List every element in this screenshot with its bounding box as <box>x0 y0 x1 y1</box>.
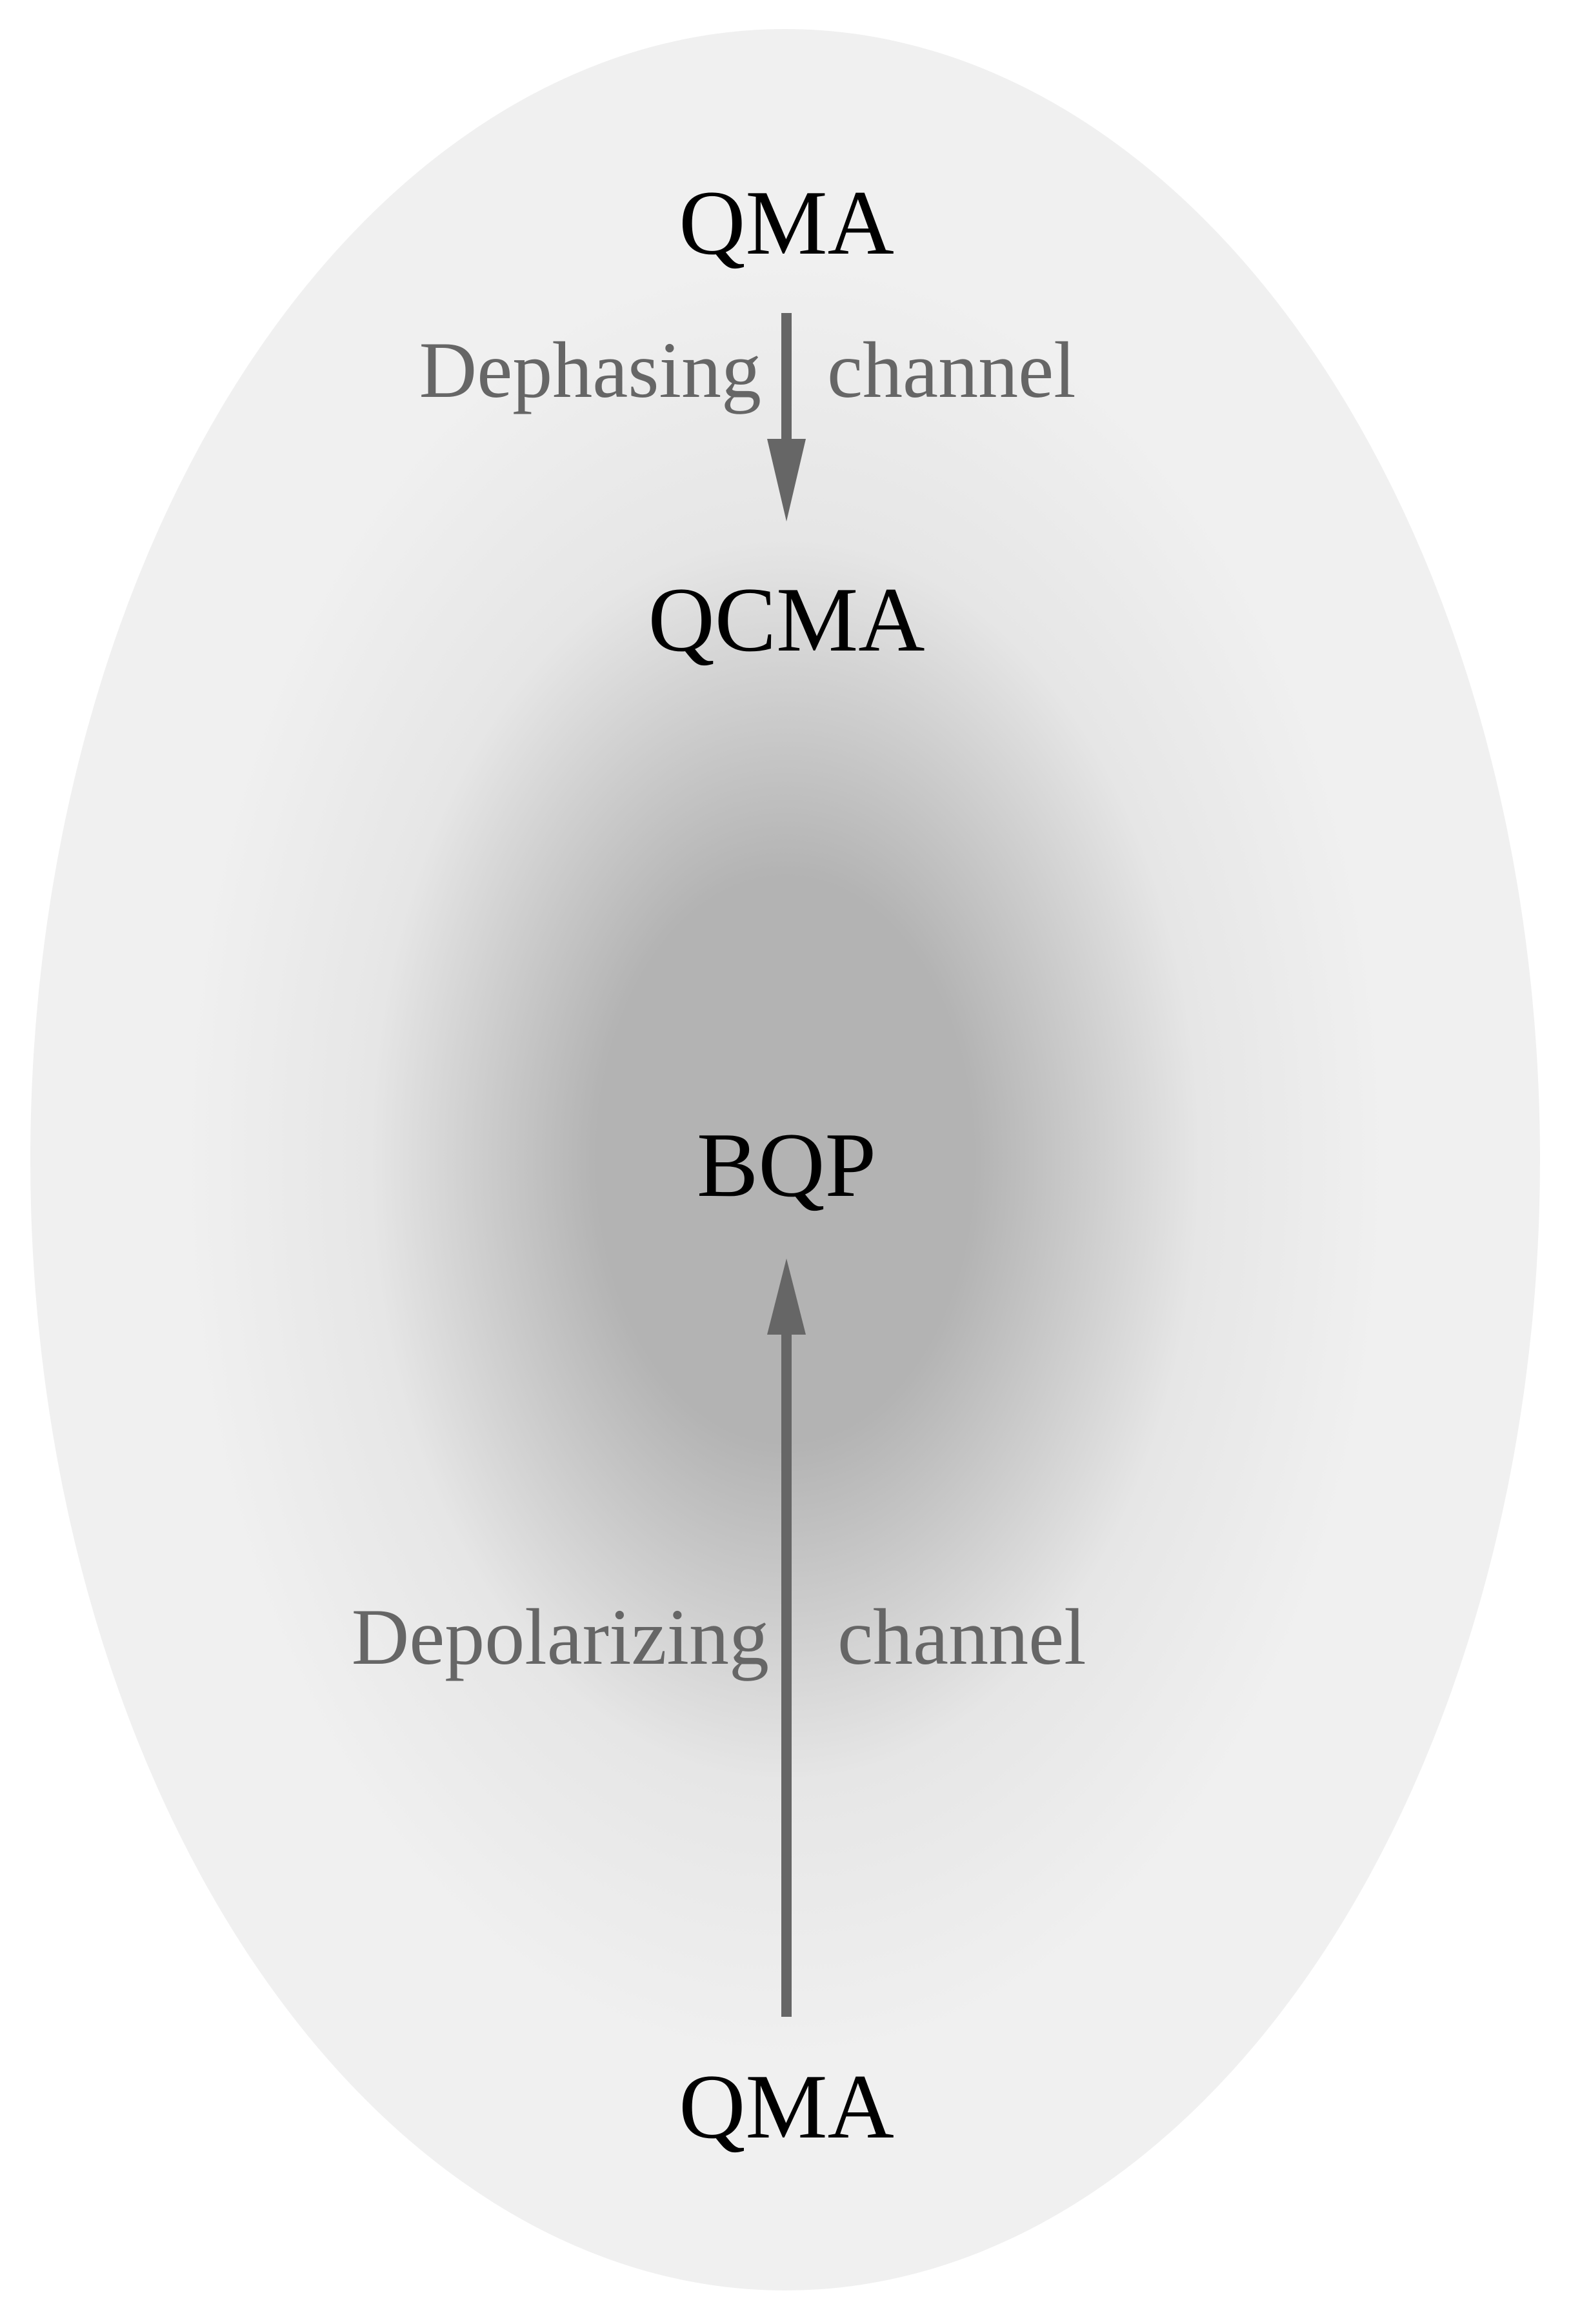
dephasing-arrowhead <box>767 439 806 521</box>
background-ellipse <box>30 29 1540 2290</box>
depolarizing-channel-label: channel <box>837 1593 1086 1681</box>
node-qma-top: QMA <box>679 172 894 274</box>
dephasing-channel-label: channel <box>827 326 1076 414</box>
depolarizing-arrowhead <box>767 1258 806 1335</box>
node-bqp: BQP <box>697 1114 876 1216</box>
node-qma-bottom: QMA <box>679 2056 894 2157</box>
dephasing-arrow <box>767 313 806 521</box>
node-qcma: QCMA <box>648 569 925 671</box>
depolarizing-arrow <box>767 1258 806 2017</box>
dephasing-label: Dephasing <box>419 326 761 414</box>
depolarizing-label: Depolarizing <box>352 1593 769 1681</box>
